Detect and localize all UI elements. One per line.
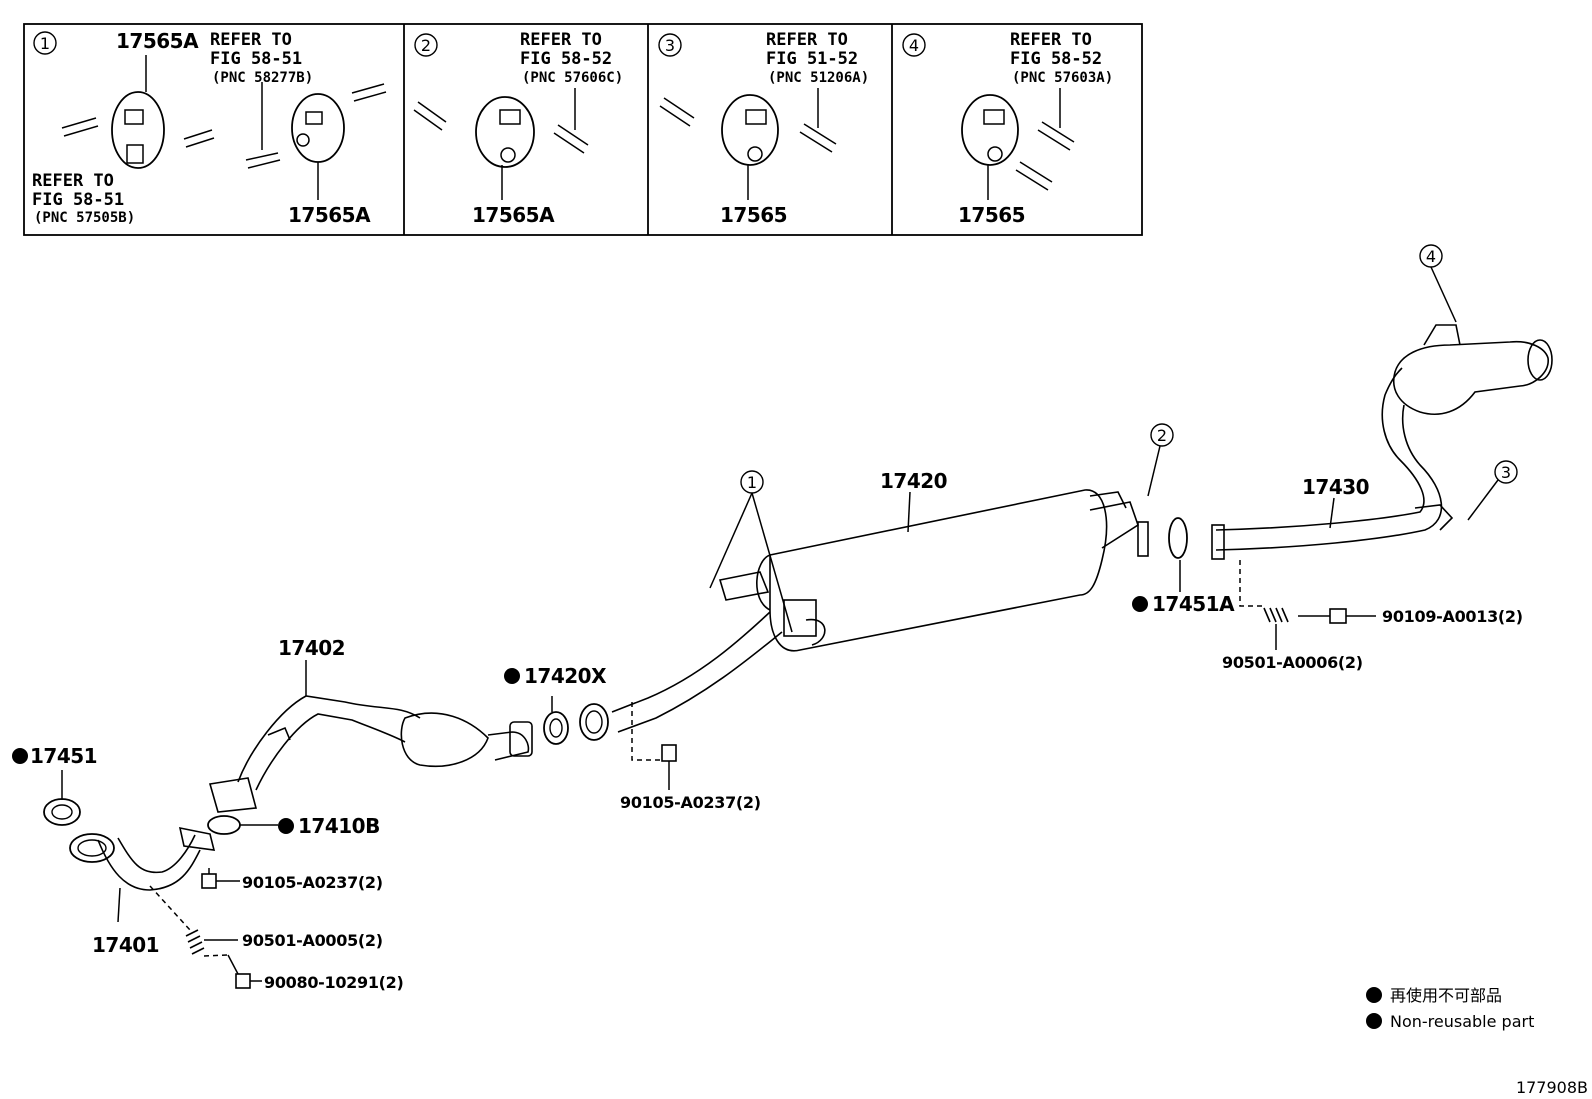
inset-panels [23, 23, 1143, 236]
spring-icon [149, 885, 238, 955]
rubber-hanger-icon [961, 94, 1019, 166]
inset-3-part-bottom: 17565 [720, 203, 787, 227]
label-90080-10291: 90080-10291(2) [264, 973, 404, 992]
non-reusable-dot-icon [504, 668, 520, 684]
label-17401: 17401 [92, 933, 159, 957]
label-90105-A0237-mid: 90105-A0237(2) [620, 793, 761, 812]
figure-code: 177908B [1516, 1078, 1588, 1097]
legend-line-jp: 再使用不可部品 [1390, 986, 1502, 1005]
gasket-17420X [543, 711, 569, 745]
rubber-hanger-icon [475, 96, 535, 168]
inset-4-number: 4 [909, 36, 919, 55]
callout-2: 2 [1147, 423, 1174, 497]
label-90501-A0005: 90501-A0005(2) [242, 931, 383, 950]
inset-2-part-bottom: 17565A [472, 203, 555, 227]
callout-1: 1 [709, 470, 793, 633]
bolt-icon [203, 954, 262, 989]
label-17451A: 17451A [1152, 592, 1235, 616]
non-reusable-dot-icon [12, 748, 28, 764]
inset-3-number: 3 [665, 36, 675, 55]
gasket-17451A [1168, 517, 1188, 559]
svg-text:2: 2 [1157, 426, 1167, 445]
rubber-hanger-icon [111, 91, 165, 169]
label-17430: 17430 [1302, 475, 1369, 499]
label-17402: 17402 [278, 636, 345, 660]
inset-4-refer-line3: (PNC 57603A) [1012, 70, 1113, 86]
inset-2-refer-line3: (PNC 57606C) [522, 70, 623, 86]
label-17410B: 17410B [298, 814, 380, 838]
inset-1-refer2-line3: (PNC 57505B) [34, 210, 135, 226]
inset-4-refer-line2: FIG 58-52 [1010, 49, 1102, 69]
bolt-icon [201, 868, 240, 889]
bolt-icon [631, 702, 677, 790]
legend-line-en: Non-reusable part [1390, 1012, 1534, 1031]
non-reusable-dot-icon [1132, 596, 1148, 612]
inset-1-refer-line3: (PNC 58277B) [212, 70, 313, 86]
inset-3-refer-line2: FIG 51-52 [766, 49, 858, 69]
rubber-hanger-icon [721, 94, 779, 166]
inset-2-refer-line1: REFER TO [520, 30, 602, 50]
rubber-hanger-icon [291, 93, 345, 163]
label-90109-A0013: 90109-A0013(2) [1382, 607, 1523, 626]
inset-1-refer2-line2: FIG 58-51 [32, 190, 124, 210]
gasket-17451 [43, 798, 81, 826]
catalytic-converter-17402 [208, 695, 533, 813]
svg-text:1: 1 [747, 473, 757, 492]
svg-text:4: 4 [1426, 247, 1436, 266]
inset-1-part-top: 17565A [116, 29, 199, 53]
callout-4: 4 [1419, 244, 1457, 323]
bolt-icon [1298, 608, 1376, 624]
label-17420X: 17420X [524, 664, 607, 688]
inset-3-refer-line1: REFER TO [766, 30, 848, 50]
main-muffler-17420 [718, 489, 1149, 652]
callout-3: 3 [1467, 460, 1518, 521]
label-17451: 17451 [30, 744, 97, 768]
inset-3: 3 REFER TO FIG 51-52 (PNC 51206A) 17565 [658, 30, 869, 227]
label-90105-A0237-low: 90105-A0237(2) [242, 873, 383, 892]
legend: 再使用不可部品 Non-reusable part [1366, 986, 1534, 1031]
inset-4: 4 REFER TO FIG 58-52 (PNC 57603A) 17565 [902, 30, 1113, 227]
inset-1-refer-line2: FIG 58-51 [210, 49, 302, 69]
gasket-17410B [207, 815, 241, 835]
inset-1-number: 1 [40, 34, 50, 53]
tail-pipe-17430 [1211, 324, 1553, 560]
non-reusable-dot-icon [1366, 987, 1382, 1003]
non-reusable-dot-icon [278, 818, 294, 834]
inset-2-number: 2 [421, 36, 431, 55]
label-90501-A0006: 90501-A0006(2) [1222, 653, 1363, 672]
inset-2-refer-line2: FIG 58-52 [520, 49, 612, 69]
svg-text:3: 3 [1501, 463, 1511, 482]
inset-1-refer-line1: REFER TO [210, 30, 292, 50]
front-pipe-17401 [69, 826, 216, 891]
label-17420: 17420 [880, 469, 947, 493]
inset-1: 1 17565A REFER TO FIG 58-51 (PNC 58277B)… [32, 29, 387, 227]
intermediate-pipe [579, 611, 783, 741]
inset-2: 2 REFER TO FIG 58-52 (PNC 57606C) 17565A [413, 30, 623, 227]
inset-4-refer-line1: REFER TO [1010, 30, 1092, 50]
spring-icon [1239, 560, 1289, 650]
non-reusable-dot-icon [1366, 1013, 1382, 1029]
inset-1-refer2-line1: REFER TO [32, 171, 114, 191]
inset-1-part-bottom: 17565A [288, 203, 371, 227]
inset-3-refer-line3: (PNC 51206A) [768, 70, 869, 86]
inset-4-part-bottom: 17565 [958, 203, 1025, 227]
